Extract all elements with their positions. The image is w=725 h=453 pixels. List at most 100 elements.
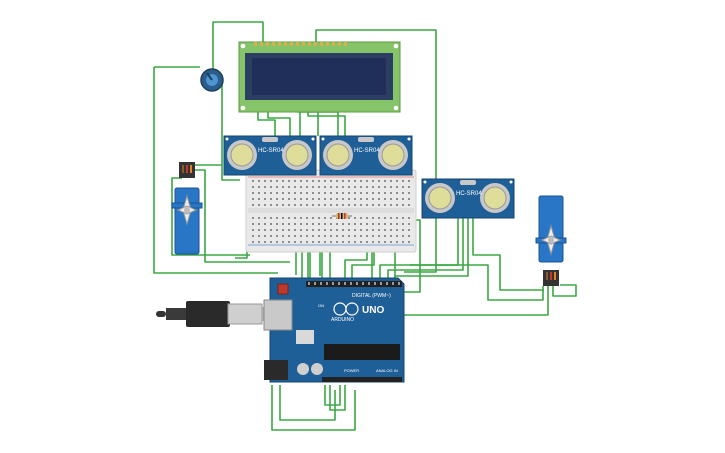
arduino-uno: DIGITAL (PWM~) UNO ARDUINO ON POWER ANAL… <box>263 277 405 383</box>
header-pin <box>344 282 346 285</box>
breadboard-hole <box>378 180 380 182</box>
header-pin <box>356 282 358 285</box>
header-pin <box>314 282 316 285</box>
breadboard-hole <box>390 217 392 219</box>
breadboard-hole <box>408 186 410 188</box>
breadboard-hole <box>390 180 392 182</box>
breadboard-hole <box>378 241 380 243</box>
breadboard-hole <box>300 180 302 182</box>
breadboard-hole <box>396 204 398 206</box>
breadboard-hole <box>330 241 332 243</box>
breadboard-hole <box>306 204 308 206</box>
breadboard-hole <box>264 186 266 188</box>
breadboard-hole <box>366 235 368 237</box>
reset-button[interactable] <box>277 283 289 295</box>
breadboard-hole <box>264 180 266 182</box>
breadboard-hole <box>318 186 320 188</box>
breadboard-hole <box>384 235 386 237</box>
breadboard-hole <box>312 192 314 194</box>
breadboard-hole <box>384 204 386 206</box>
breadboard-hole <box>330 235 332 237</box>
breadboard-hole <box>360 198 362 200</box>
breadboard-hole <box>270 235 272 237</box>
breadboard-hole <box>252 229 254 231</box>
breadboard-hole <box>378 223 380 225</box>
breadboard-hole <box>288 192 290 194</box>
breadboard-hole <box>330 192 332 194</box>
breadboard-hole <box>252 223 254 225</box>
breadboard-hole <box>324 186 326 188</box>
breadboard-hole <box>288 198 290 200</box>
breadboard-hole <box>378 204 380 206</box>
breadboard-hole <box>324 229 326 231</box>
breadboard-hole <box>270 241 272 243</box>
breadboard-hole <box>324 241 326 243</box>
breadboard-hole <box>366 204 368 206</box>
breadboard-hole <box>252 217 254 219</box>
breadboard-hole <box>330 204 332 206</box>
breadboard-hole <box>312 223 314 225</box>
header-pin <box>392 282 394 285</box>
breadboard-hole <box>288 204 290 206</box>
breadboard-hole <box>318 217 320 219</box>
microcontroller-chip <box>324 344 400 360</box>
breadboard-hole <box>282 180 284 182</box>
breadboard-hole <box>276 186 278 188</box>
on-label: ON <box>318 303 324 308</box>
breadboard-hole <box>276 217 278 219</box>
breadboard-hole <box>324 198 326 200</box>
breadboard-hole <box>330 186 332 188</box>
breadboard-hole <box>354 192 356 194</box>
power-jack <box>264 360 288 380</box>
breadboard-hole <box>312 204 314 206</box>
breadboard-hole <box>294 229 296 231</box>
ultrasonic-sensor-1: HC-SR04 <box>223 135 317 176</box>
breadboard-hole <box>288 186 290 188</box>
breadboard-hole <box>348 192 350 194</box>
breadboard-hole <box>372 198 374 200</box>
breadboard-hole <box>282 192 284 194</box>
breadboard-hole <box>318 180 320 182</box>
breadboard-hole <box>258 204 260 206</box>
breadboard-hole <box>288 235 290 237</box>
breadboard-hole <box>360 192 362 194</box>
breadboard-hole <box>300 192 302 194</box>
breadboard-hole <box>300 217 302 219</box>
breadboard-hole <box>348 186 350 188</box>
header-pin <box>398 282 400 285</box>
breadboard-hole <box>318 235 320 237</box>
breadboard-hole <box>366 223 368 225</box>
breadboard-hole <box>360 241 362 243</box>
breadboard-hole <box>378 235 380 237</box>
breadboard-hole <box>372 229 374 231</box>
breadboard-hole <box>300 204 302 206</box>
breadboard-hole <box>372 241 374 243</box>
breadboard-hole <box>408 198 410 200</box>
breadboard-hole <box>336 180 338 182</box>
uno-logo: UNO <box>362 305 384 316</box>
breadboard-hole <box>408 204 410 206</box>
potentiometer[interactable] <box>200 68 224 92</box>
breadboard-hole <box>342 198 344 200</box>
breadboard-hole <box>294 235 296 237</box>
header-pin <box>362 282 364 285</box>
breadboard-hole <box>408 217 410 219</box>
breadboard-hole <box>402 223 404 225</box>
breadboard-hole <box>384 192 386 194</box>
breadboard-hole <box>390 229 392 231</box>
breadboard-hole <box>396 180 398 182</box>
header-pin <box>338 282 340 285</box>
breadboard-hole <box>396 235 398 237</box>
breadboard-hole <box>252 241 254 243</box>
breadboard-hole <box>264 235 266 237</box>
breadboard-hole <box>348 223 350 225</box>
breadboard-hole <box>372 192 374 194</box>
breadboard-hole <box>252 235 254 237</box>
header-pin <box>350 282 352 285</box>
breadboard-hole <box>384 198 386 200</box>
sensor-label: HC-SR04 <box>354 148 380 154</box>
breadboard-hole <box>324 180 326 182</box>
breadboard-hole <box>318 198 320 200</box>
breadboard-hole <box>300 198 302 200</box>
breadboard-hole <box>384 229 386 231</box>
